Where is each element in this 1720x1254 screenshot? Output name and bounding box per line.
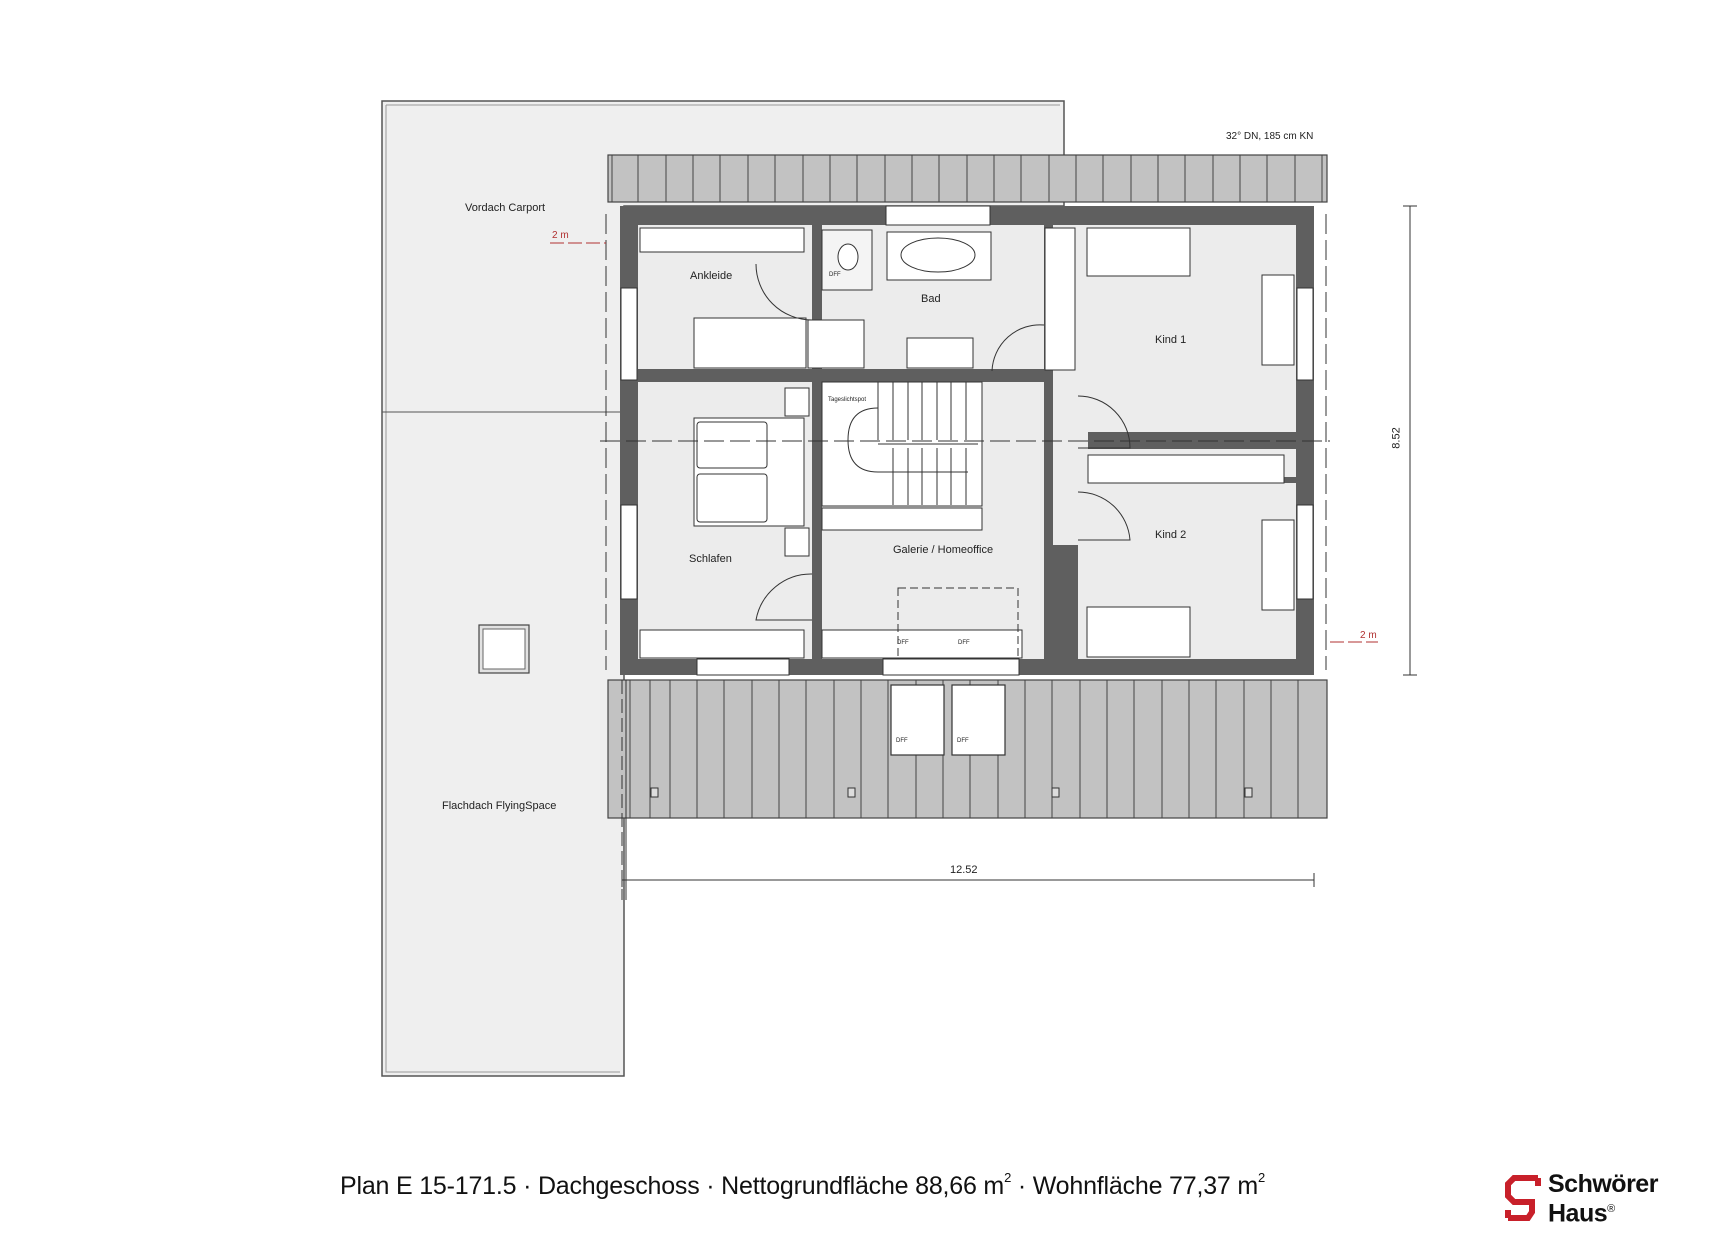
brand-s-icon [1505,1175,1541,1221]
label-skylight-4: DFF [957,738,969,744]
windows [620,205,1314,676]
separator: · [523,1172,532,1200]
roof-top-strip [607,154,1328,203]
label-flat-roof: Flachdach FlyingSpace [442,800,557,812]
plan-name: Plan E 15-171.5 [340,1172,517,1200]
separator: · [706,1172,715,1200]
brand-line1: Schwörer [1548,1170,1658,1198]
net-area: Nettogrundfläche 88,66 m [721,1172,1005,1200]
label-skylight-2: DFF [958,640,970,646]
room-ankleide: Ankleide [690,270,733,282]
height-marker-right: 2 m [1360,630,1377,641]
roof-pitch-note: 32° DN, 185 cm KN [1226,131,1314,142]
room-kind1: Kind 1 [1155,334,1187,346]
room-schlafen: Schlafen [689,553,732,565]
height-marker-left: 2 m [552,230,569,241]
furniture [639,227,1295,659]
dimension-width: 12.52 [950,864,978,876]
label-skylight-3: DFF [896,738,908,744]
living-area: Wohnfläche 77,37 m [1032,1172,1258,1200]
brand-logo: Schwörer Haus® [1504,1172,1704,1232]
room-galerie: Galerie / Homeoffice [893,544,994,556]
label-stair-light: Tageslichtspot [828,397,867,403]
room-bad: Bad [921,293,941,305]
separator: · [1017,1172,1026,1200]
plan-caption: Plan E 15-171.5 · Dachgeschoss · Nettogr… [340,1170,1266,1200]
room-kind2: Kind 2 [1155,529,1187,541]
roof-bottom-strip [607,679,1328,900]
label-skylight-wc: DFF [829,272,841,278]
label-carport-roof: Vordach Carport [465,202,546,214]
doors [755,263,1131,621]
dimension-lines [621,205,1417,887]
floor-name: Dachgeschoss [537,1172,700,1200]
brand-line2: Haus [1548,1199,1608,1228]
label-skylight-1: DFF [897,640,909,646]
dimension-depth: 8.52 [1390,427,1403,449]
